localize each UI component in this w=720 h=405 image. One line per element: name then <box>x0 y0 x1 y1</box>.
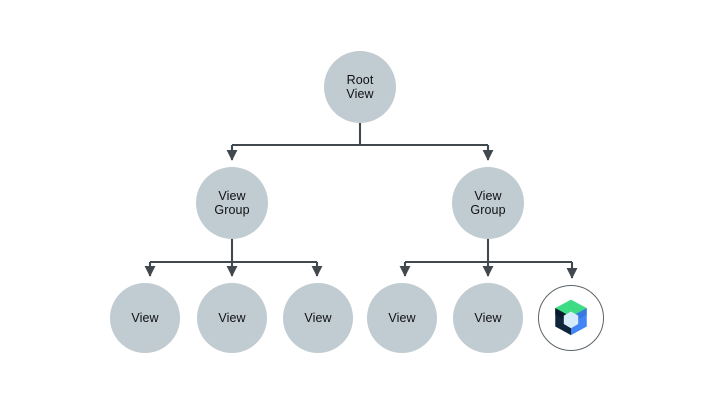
node-view-1[interactable]: View <box>110 283 180 353</box>
jetpack-compose-logo-icon <box>555 299 587 336</box>
node-view-3-label: View <box>304 310 332 325</box>
node-view-group-left[interactable]: View Group <box>196 167 268 239</box>
edge-viewgroup-right-to-views <box>399 239 578 279</box>
node-root-view[interactable]: Root View <box>324 51 396 123</box>
node-view-4-label: View <box>388 310 416 325</box>
node-view-2-label: View <box>218 310 246 325</box>
node-view-2[interactable]: View <box>197 283 267 353</box>
node-view-group-left-label: View Group <box>214 188 250 218</box>
node-root-view-label: Root View <box>346 72 374 102</box>
node-view-group-right-label: View Group <box>470 188 506 218</box>
node-view-5-label: View <box>474 310 502 325</box>
node-view-4[interactable]: View <box>367 283 437 353</box>
edge-root-to-viewgroups <box>226 123 494 161</box>
edge-viewgroup-left-to-views <box>144 239 323 277</box>
node-view-1-label: View <box>131 310 159 325</box>
node-view-5[interactable]: View <box>453 283 523 353</box>
node-compose-interop[interactable] <box>538 285 604 351</box>
node-view-3[interactable]: View <box>283 283 353 353</box>
node-view-group-right[interactable]: View Group <box>452 167 524 239</box>
